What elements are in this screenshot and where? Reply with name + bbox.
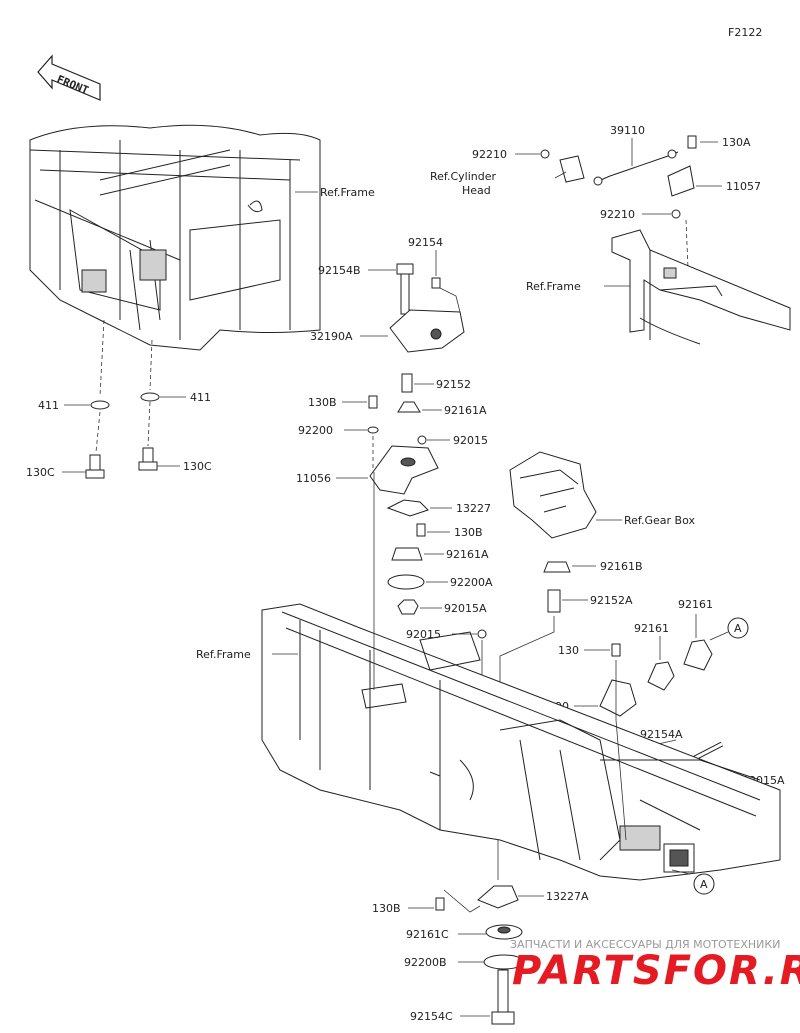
callout-a-bottom-label: A xyxy=(700,878,708,891)
nut-92210-bottom xyxy=(671,209,681,219)
label-92161-b: 92161 xyxy=(634,622,669,635)
collar-92152A xyxy=(547,589,561,613)
label-ref-cylinder-2: Head xyxy=(462,184,491,197)
bolt-92154C xyxy=(491,969,515,1025)
label-ref-frame-main: Ref.Frame xyxy=(196,648,251,661)
main-frame-drawing xyxy=(261,603,781,881)
label-92152A: 92152A xyxy=(590,594,633,607)
bolt-92154B xyxy=(396,263,414,315)
callout-a-top-label: A xyxy=(734,622,742,635)
label-130B-top: 130B xyxy=(308,396,337,409)
label-130B-bottom: 130B xyxy=(372,902,401,915)
bracket-11057 xyxy=(667,165,695,197)
bolt-130C-right xyxy=(138,447,158,471)
label-13227: 13227 xyxy=(456,502,491,515)
plate-13227A xyxy=(477,885,519,909)
callout-a-top xyxy=(727,617,749,639)
label-130C-right: 130C xyxy=(183,460,212,473)
label-32190A: 32190A xyxy=(310,330,353,343)
label-411-left: 411 xyxy=(38,399,59,412)
nut-92210-top xyxy=(540,149,550,159)
damper-92161A-mid xyxy=(391,547,423,561)
damper-92161-a xyxy=(683,639,713,671)
label-92200A: 92200A xyxy=(450,576,493,589)
bracket-32190 xyxy=(599,679,637,717)
label-ref-frame-top-left: Ref.Frame xyxy=(320,186,375,199)
cylinder-head-bracket xyxy=(559,155,585,183)
label-ref-gearbox: Ref.Gear Box xyxy=(624,514,695,527)
figure-code: F2122 xyxy=(728,26,762,39)
label-92154: 92154 xyxy=(408,236,443,249)
frame-top-left-drawing xyxy=(29,124,321,351)
nut-92015A-mid xyxy=(397,599,419,615)
label-130C-left: 130C xyxy=(26,466,55,479)
damper-92161-b xyxy=(647,661,675,691)
label-130B-mid: 130B xyxy=(454,526,483,539)
watermark-brand: PARTSFOR.RU xyxy=(512,948,800,994)
label-92161B: 92161B xyxy=(600,560,643,573)
washer-92200 xyxy=(367,426,379,434)
collar-92152 xyxy=(401,373,413,393)
label-92161A-top: 92161A xyxy=(444,404,487,417)
label-ref-cylinder-1: Ref.Cylinder xyxy=(430,170,497,183)
label-11056: 11056 xyxy=(296,472,331,485)
label-92210-bottom: 92210 xyxy=(600,208,635,221)
washer-92200A xyxy=(387,574,425,590)
gear-box-drawing xyxy=(509,451,597,539)
frame-top-right-drawing xyxy=(611,229,791,345)
label-130A: 130A xyxy=(722,136,751,149)
damper-92161B xyxy=(543,561,571,573)
label-92154B: 92154B xyxy=(318,264,361,277)
ground-wire-39110 xyxy=(595,151,679,183)
bracket-11056 xyxy=(369,445,439,495)
label-92200: 92200 xyxy=(298,424,333,437)
label-92161C: 92161C xyxy=(406,928,449,941)
nut-92015-top xyxy=(417,435,427,445)
label-92154A: 92154A xyxy=(640,728,683,741)
label-92015-top: 92015 xyxy=(453,434,488,447)
washer-411-right xyxy=(140,392,160,402)
bracket-32190A xyxy=(389,309,465,353)
bolt-92154 xyxy=(431,277,441,289)
label-11057: 11057 xyxy=(726,180,761,193)
front-arrow-icon: FRONT xyxy=(37,54,101,101)
label-411-right: 411 xyxy=(190,391,211,404)
label-92161A-mid: 92161A xyxy=(446,548,489,561)
bolt-130A xyxy=(687,135,697,149)
label-92154C: 92154C xyxy=(410,1010,453,1023)
washer-411-left xyxy=(90,400,110,410)
label-92152: 92152 xyxy=(436,378,471,391)
damper-92161A-top xyxy=(397,401,421,413)
watermark-tagline: ЗАПЧАСТИ И АКСЕССУАРЫ ДЛЯ МОТОТЕХНИКИ xyxy=(510,938,780,951)
nut-92015-mid xyxy=(477,629,487,639)
bolt-130B-bottom xyxy=(435,897,445,911)
bolt-130C-left xyxy=(85,454,105,479)
bolt-130B-top xyxy=(368,395,378,409)
bolt-130-right xyxy=(611,643,621,657)
bolt-130B-mid xyxy=(416,523,426,537)
label-39110: 39110 xyxy=(610,124,645,137)
label-13227A: 13227A xyxy=(546,890,589,903)
callout-a-bottom xyxy=(693,873,715,895)
label-ref-frame-right: Ref.Frame xyxy=(526,280,581,293)
label-130-right: 130 xyxy=(558,644,579,657)
label-92200B: 92200B xyxy=(404,956,447,969)
plate-13227 xyxy=(386,499,429,517)
label-92210-top: 92210 xyxy=(472,148,507,161)
label-92161-a: 92161 xyxy=(678,598,713,611)
label-92015A-mid: 92015A xyxy=(444,602,487,615)
